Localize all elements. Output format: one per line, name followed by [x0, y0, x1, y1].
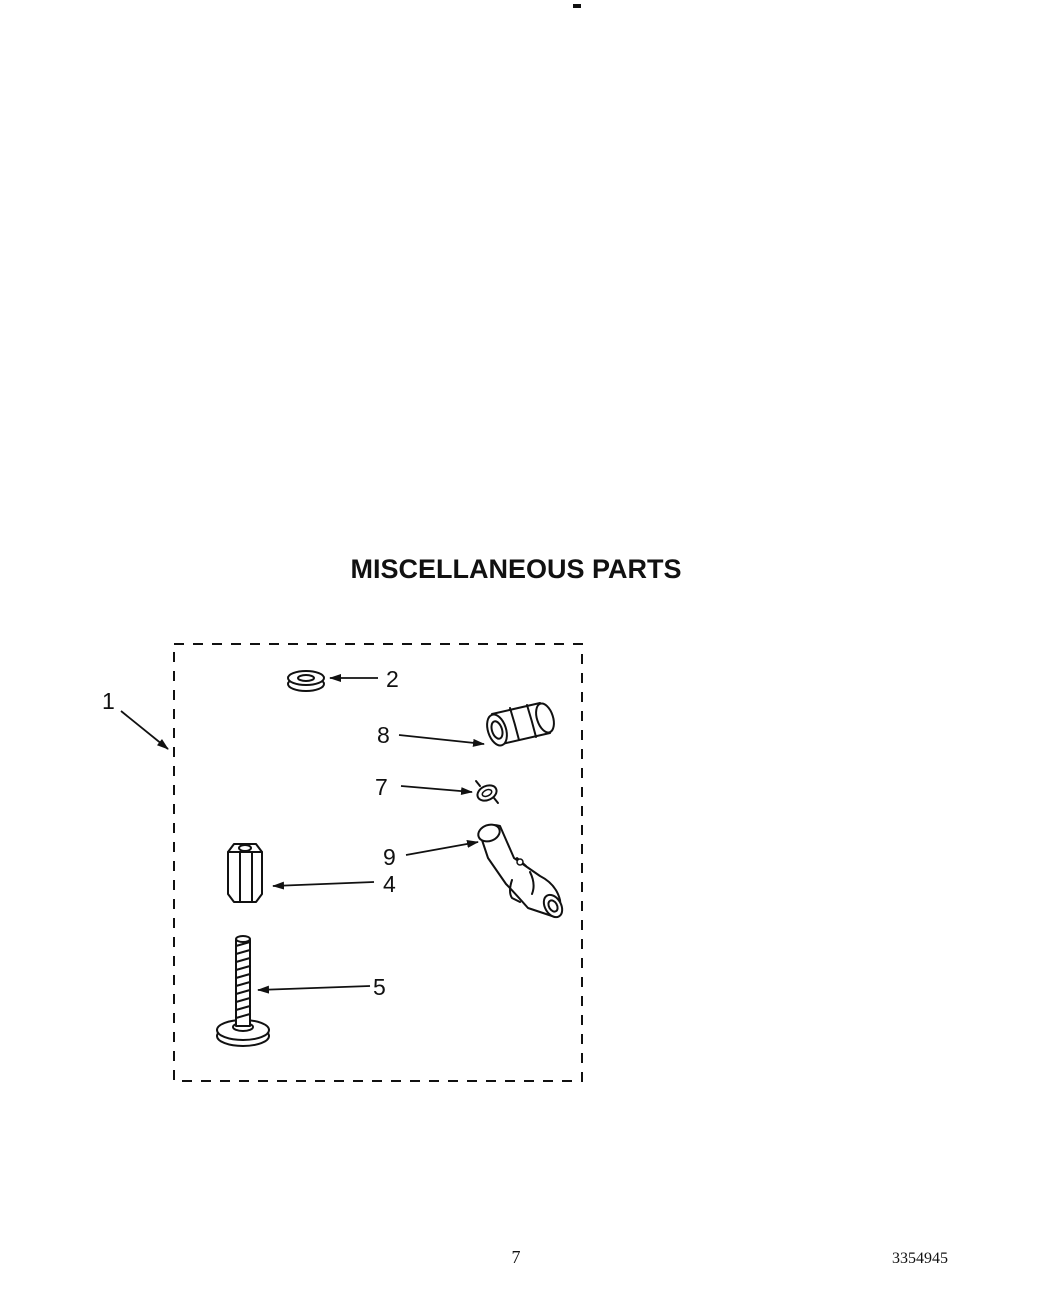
- leader-coupling: [398, 734, 485, 747]
- callout-nut: 4: [383, 871, 396, 897]
- clamp-part: [475, 780, 499, 804]
- coupling-part: [486, 702, 555, 747]
- washer-part: [287, 670, 325, 692]
- hex-nut-part: [227, 843, 263, 903]
- leader-nut: [272, 881, 375, 890]
- page-number: 7: [512, 1247, 521, 1267]
- callout-elbow: 9: [383, 844, 396, 870]
- leader-clamp: [400, 785, 473, 796]
- kit-boundary: [173, 643, 583, 1082]
- callout-washer: 2: [386, 666, 399, 692]
- callout-kit: 1: [102, 688, 115, 714]
- callout-coupling: 8: [377, 722, 390, 748]
- page-title: MISCELLANEOUS PARTS: [350, 554, 681, 584]
- document-number: 3354945: [892, 1250, 948, 1267]
- callout-clamp: 7: [375, 774, 388, 800]
- callout-screw: 5: [373, 974, 386, 1000]
- leader-elbow: [405, 840, 479, 856]
- scan-mark: [573, 4, 581, 8]
- elbow-part: [477, 823, 564, 919]
- leader-screw: [257, 985, 371, 994]
- screw-part: [216, 935, 270, 1047]
- leader-kit: [120, 710, 169, 750]
